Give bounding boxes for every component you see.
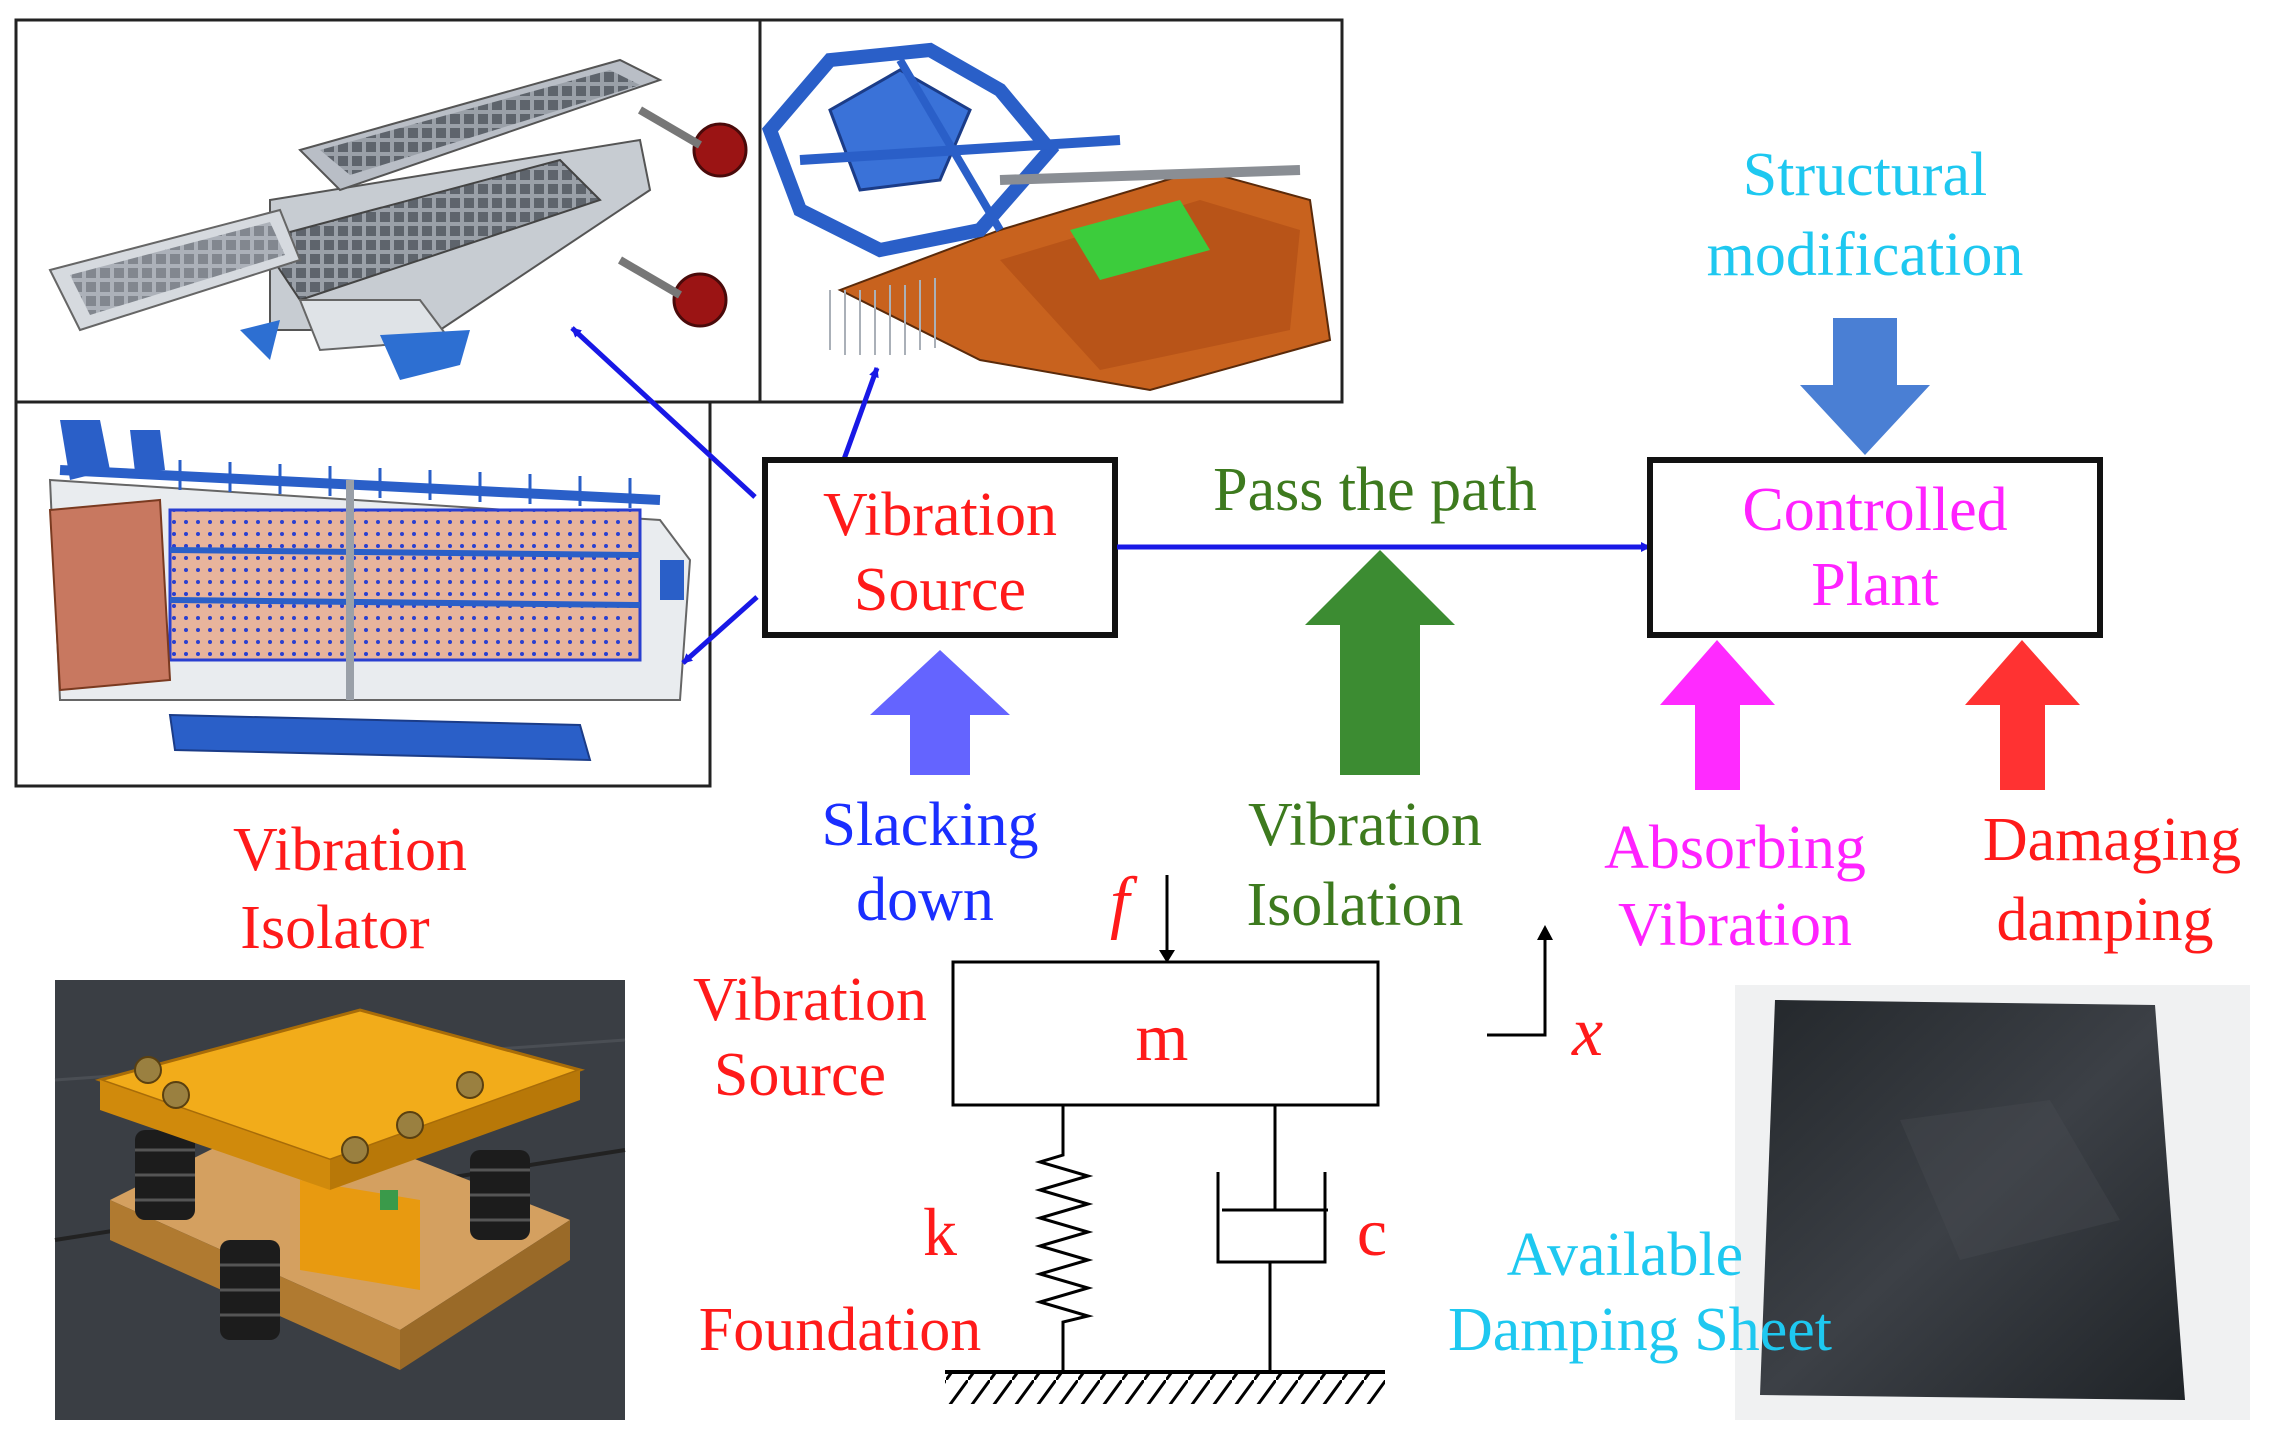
damping-sheet-photo [1735,985,2250,1420]
structural-modification-arrow [1800,318,1930,455]
arrow-to-drum [681,595,759,665]
arrow-to-harvester [840,367,880,463]
vibration-source-line-2: Source [854,556,1026,624]
render-panel-screen [14,18,762,404]
spring-label: k [923,1194,957,1270]
vibration-source-line-1: Vibration [823,481,1057,549]
pointer-arrows [570,326,880,665]
vibration-source-box: Vibration Source [762,457,1118,638]
vibration-isolator-line-1: Vibration [233,816,467,884]
structural-modification-line-1: Structural [1743,141,1988,209]
arrow-to-screen [570,326,757,499]
vibration-isolation-arrow [1305,550,1455,775]
force-label: f [1110,864,1138,941]
absorbing-vibration-arrow [1660,640,1775,790]
spring [1034,1105,1094,1372]
damping-sheet-line-1: Available [1507,1221,1743,1289]
threshing-drum-image [48,420,692,762]
foundation-label: Foundation [699,1296,981,1364]
render-panel-drum [14,400,712,788]
vibration-isolator-line-2: Isolator [240,894,430,962]
controlled-plant-line-2: Plant [1811,551,1938,619]
damaging-damping-line-2: damping [1997,886,2214,954]
slacking-down-line-1: Slacking [822,791,1039,859]
damaging-damping-arrow [1965,640,2080,790]
controlled-plant-line-1: Controlled [1742,476,2007,544]
structural-modification-line-2: modification [1707,221,2024,289]
sdof-model: f Vibration Source m k c Foundation x [693,864,1603,1404]
model-vibration-source-line-2: Source [714,1041,886,1109]
absorbing-vibration-line-2: Vibration [1618,891,1852,959]
displacement-label: x [1571,994,1603,1071]
mass-label: m [1136,999,1189,1075]
vibration-isolation-line-2: Isolation [1247,871,1464,939]
harvester-header-image [761,42,1332,392]
damper-label: c [1357,1194,1387,1270]
render-panel-harvester [758,18,1344,404]
vibration-isolation-line-1: Vibration [1248,791,1482,859]
screen-machine-image [48,58,748,380]
controlled-plant-box: Controlled Plant [1647,457,2103,638]
damping-sheet-line-2: Damping Sheet [1448,1296,1832,1364]
damaging-damping-line-1: Damaging [1983,806,2241,874]
vibration-isolator-photo [54,980,626,1420]
displacement-arrow [1487,935,1547,1037]
slacking-down-arrow [870,650,1010,775]
mass-block [951,960,1380,1107]
pass-the-path-label: Pass the path [1213,456,1537,524]
model-vibration-source-line-1: Vibration [693,966,927,1034]
damper [1216,1105,1328,1372]
slacking-down-line-2: down [856,866,994,934]
absorbing-vibration-line-1: Absorbing [1604,814,1866,882]
